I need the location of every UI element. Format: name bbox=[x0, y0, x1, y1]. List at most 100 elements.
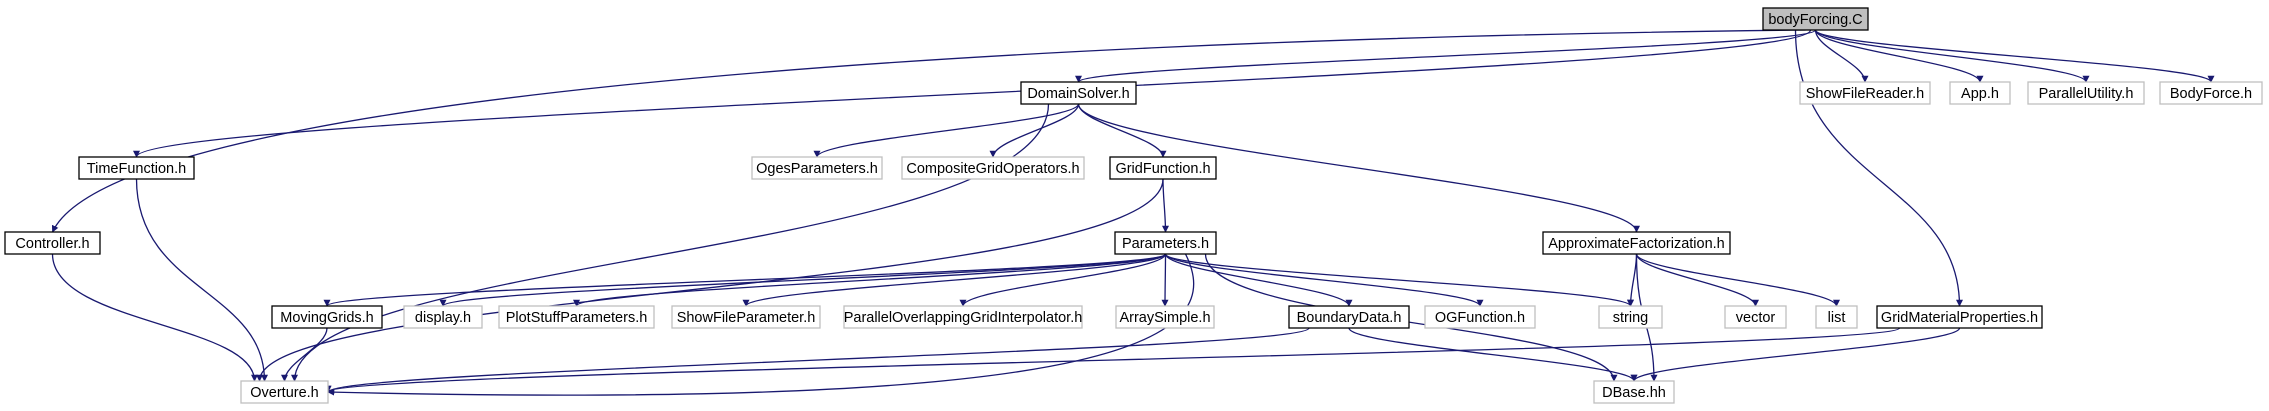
edge-bodyForcing-to-BodyForce bbox=[1814, 29, 2215, 83]
edge-bodyForcing-to-ShowFileReader bbox=[1814, 29, 1869, 83]
node-label: MovingGrids.h bbox=[280, 310, 373, 326]
node-label: ParallelUtility.h bbox=[2039, 86, 2134, 102]
edge-Parameters-to-ArraySimple bbox=[1161, 253, 1169, 307]
node-box bbox=[1815, 305, 1858, 329]
edge-Parameters-to-display bbox=[439, 253, 1167, 307]
edge-ApproximateFactorization-to-string bbox=[1627, 253, 1638, 307]
node-box bbox=[2159, 81, 2263, 105]
node-OGFunction: OGFunction.h bbox=[1424, 305, 1536, 329]
node-box bbox=[1115, 305, 1215, 329]
node-display: display.h bbox=[403, 305, 483, 329]
edge-line bbox=[51, 253, 258, 382]
node-label: bodyForcing.C bbox=[1768, 12, 1862, 28]
node-box bbox=[1598, 305, 1663, 329]
edge-BoundaryData-to-DBase bbox=[1348, 327, 1638, 382]
nodes-layer: bodyForcing.C DomainSolver.hTimeFunction.… bbox=[4, 7, 2263, 404]
edge-DomainSolver-to-CompositeGridOperators bbox=[989, 103, 1080, 158]
edge-line bbox=[1204, 253, 1618, 382]
node-label: TimeFunction.h bbox=[87, 161, 186, 177]
node-ArraySimple: ArraySimple.h bbox=[1115, 305, 1215, 329]
node-GridMaterialProperties[interactable]: GridMaterialProperties.h bbox=[1876, 305, 2043, 329]
edge-line bbox=[439, 253, 1167, 307]
node-box bbox=[4, 231, 101, 255]
edge-bodyForcing-to-App bbox=[1814, 29, 1984, 83]
node-ParallelOverlappingGridInterpolator: ParallelOverlappingGridInterpolator.h bbox=[843, 305, 1083, 329]
node-box bbox=[1020, 81, 1137, 105]
node-box bbox=[78, 156, 195, 180]
edge-line bbox=[813, 103, 1080, 158]
edge-line bbox=[1814, 29, 1984, 83]
node-label: ArraySimple.h bbox=[1119, 310, 1210, 326]
node-label: list bbox=[1828, 310, 1846, 326]
node-box bbox=[901, 156, 1085, 180]
edge-line bbox=[1627, 253, 1638, 307]
node-string: string bbox=[1598, 305, 1663, 329]
node-DomainSolver[interactable]: DomainSolver.h bbox=[1020, 81, 1137, 105]
node-label: display.h bbox=[415, 310, 471, 326]
node-label: DomainSolver.h bbox=[1027, 86, 1129, 102]
edge-Parameters-to-MovingGrids bbox=[323, 253, 1167, 307]
edge-Parameters-to-DBase bbox=[1204, 253, 1618, 382]
edge-Parameters-to-BoundaryData bbox=[1164, 253, 1353, 307]
node-box bbox=[1109, 156, 1217, 180]
edge-BoundaryData-to-Overture bbox=[324, 327, 1310, 393]
node-label: Controller.h bbox=[15, 236, 89, 252]
node-DBase: DBase.hh bbox=[1593, 380, 1675, 404]
node-box bbox=[498, 305, 655, 329]
edge-DomainSolver-to-Overture bbox=[291, 103, 1050, 382]
edge-GridMaterialProperties-to-Overture bbox=[324, 327, 1901, 393]
node-label: GridFunction.h bbox=[1115, 161, 1210, 177]
node-list: list bbox=[1815, 305, 1858, 329]
node-PlotStuffParameters: PlotStuffParameters.h bbox=[498, 305, 655, 329]
node-label: ApproximateFactorization.h bbox=[1548, 236, 1725, 252]
edge-line bbox=[281, 327, 328, 382]
edge-line bbox=[324, 327, 1901, 393]
edge-line bbox=[135, 178, 268, 382]
node-label: string bbox=[1613, 310, 1648, 326]
edge-Controller-to-Overture bbox=[51, 253, 258, 382]
node-GridFunction[interactable]: GridFunction.h bbox=[1109, 156, 1217, 180]
edge-line bbox=[742, 253, 1167, 307]
node-Controller[interactable]: Controller.h bbox=[4, 231, 101, 255]
node-box bbox=[1799, 81, 1931, 105]
node-ShowFileReader: ShowFileReader.h bbox=[1799, 81, 1931, 105]
node-vector: vector bbox=[1724, 305, 1787, 329]
edge-line bbox=[1814, 29, 2090, 83]
node-TimeFunction[interactable]: TimeFunction.h bbox=[78, 156, 195, 180]
node-box bbox=[1288, 305, 1410, 329]
edge-DomainSolver-to-GridFunction bbox=[1077, 103, 1167, 158]
edge-line bbox=[291, 103, 1050, 382]
edge-line bbox=[1348, 327, 1638, 382]
edge-line bbox=[1077, 103, 1640, 233]
edge-bodyForcing-to-ParallelUtility bbox=[1814, 29, 2090, 83]
node-label: ParallelOverlappingGridInterpolator.h bbox=[844, 310, 1083, 326]
edge-line bbox=[1635, 253, 1840, 307]
node-BodyForce: BodyForce.h bbox=[2159, 81, 2263, 105]
node-label: OgesParameters.h bbox=[756, 161, 878, 177]
edge-line bbox=[989, 103, 1080, 158]
edge-line bbox=[1794, 29, 1963, 307]
node-label: ShowFileReader.h bbox=[1806, 86, 1925, 102]
node-BoundaryData[interactable]: BoundaryData.h bbox=[1288, 305, 1410, 329]
edge-ApproximateFactorization-to-list bbox=[1635, 253, 1840, 307]
node-bodyForcing[interactable]: bodyForcing.C bbox=[1762, 7, 1869, 31]
edge-GridFunction-to-Overture bbox=[256, 178, 1164, 382]
node-box bbox=[1724, 305, 1787, 329]
edge-Parameters-to-string bbox=[1164, 253, 1634, 307]
edge-Parameters-to-ParallelOverlappingGridInterpolator bbox=[959, 253, 1167, 307]
edge-line bbox=[1161, 178, 1169, 233]
edge-MovingGrids-to-Overture bbox=[281, 327, 328, 382]
node-label: Parameters.h bbox=[1122, 236, 1209, 252]
edge-Parameters-to-OGFunction bbox=[1164, 253, 1484, 307]
node-label: CompositeGridOperators.h bbox=[906, 161, 1079, 177]
node-box bbox=[403, 305, 483, 329]
edge-line bbox=[1164, 253, 1484, 307]
node-ApproximateFactorization[interactable]: ApproximateFactorization.h bbox=[1542, 231, 1731, 255]
node-Parameters[interactable]: Parameters.h bbox=[1114, 231, 1217, 255]
node-MovingGrids[interactable]: MovingGrids.h bbox=[271, 305, 383, 329]
node-label: DBase.hh bbox=[1602, 385, 1666, 401]
node-Overture: Overture.h bbox=[240, 380, 329, 404]
node-label: OGFunction.h bbox=[1435, 310, 1525, 326]
node-box bbox=[2027, 81, 2145, 105]
